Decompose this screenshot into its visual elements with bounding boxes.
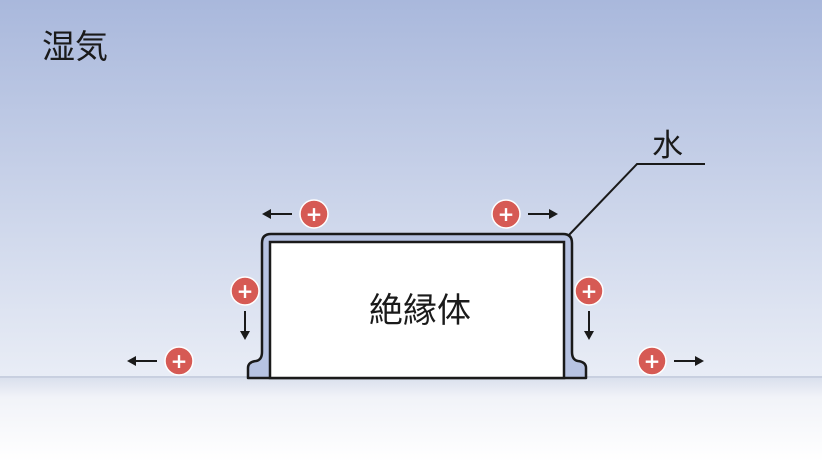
arrow-left-top-icon xyxy=(262,209,292,219)
ground-surface xyxy=(0,376,822,462)
water-label: 水 xyxy=(652,128,683,164)
charge-sign: + xyxy=(581,279,598,303)
arrow-left-ground-icon xyxy=(127,356,157,366)
insulator-label: 絶縁体 xyxy=(369,291,471,331)
charge-sign: + xyxy=(498,202,515,226)
arrow-right-top-icon xyxy=(528,209,558,219)
water-leader-line xyxy=(567,163,705,237)
charge-top-left: + xyxy=(299,199,329,229)
charge-side-left: + xyxy=(230,276,260,306)
charge-sign: + xyxy=(237,279,254,303)
arrow-right-ground-icon xyxy=(674,356,704,366)
charge-sign: + xyxy=(644,349,661,373)
humid-air-label: 湿気 xyxy=(42,27,108,66)
charge-side-right: + xyxy=(574,276,604,306)
charge-ground-left: + xyxy=(164,346,194,376)
arrow-down-right-icon xyxy=(584,311,594,340)
charge-ground-right: + xyxy=(637,346,667,376)
insulator-body xyxy=(268,240,566,380)
charge-top-right: + xyxy=(491,199,521,229)
arrow-down-left-icon xyxy=(240,311,250,340)
charge-sign: + xyxy=(171,349,188,373)
charge-sign: + xyxy=(306,202,323,226)
